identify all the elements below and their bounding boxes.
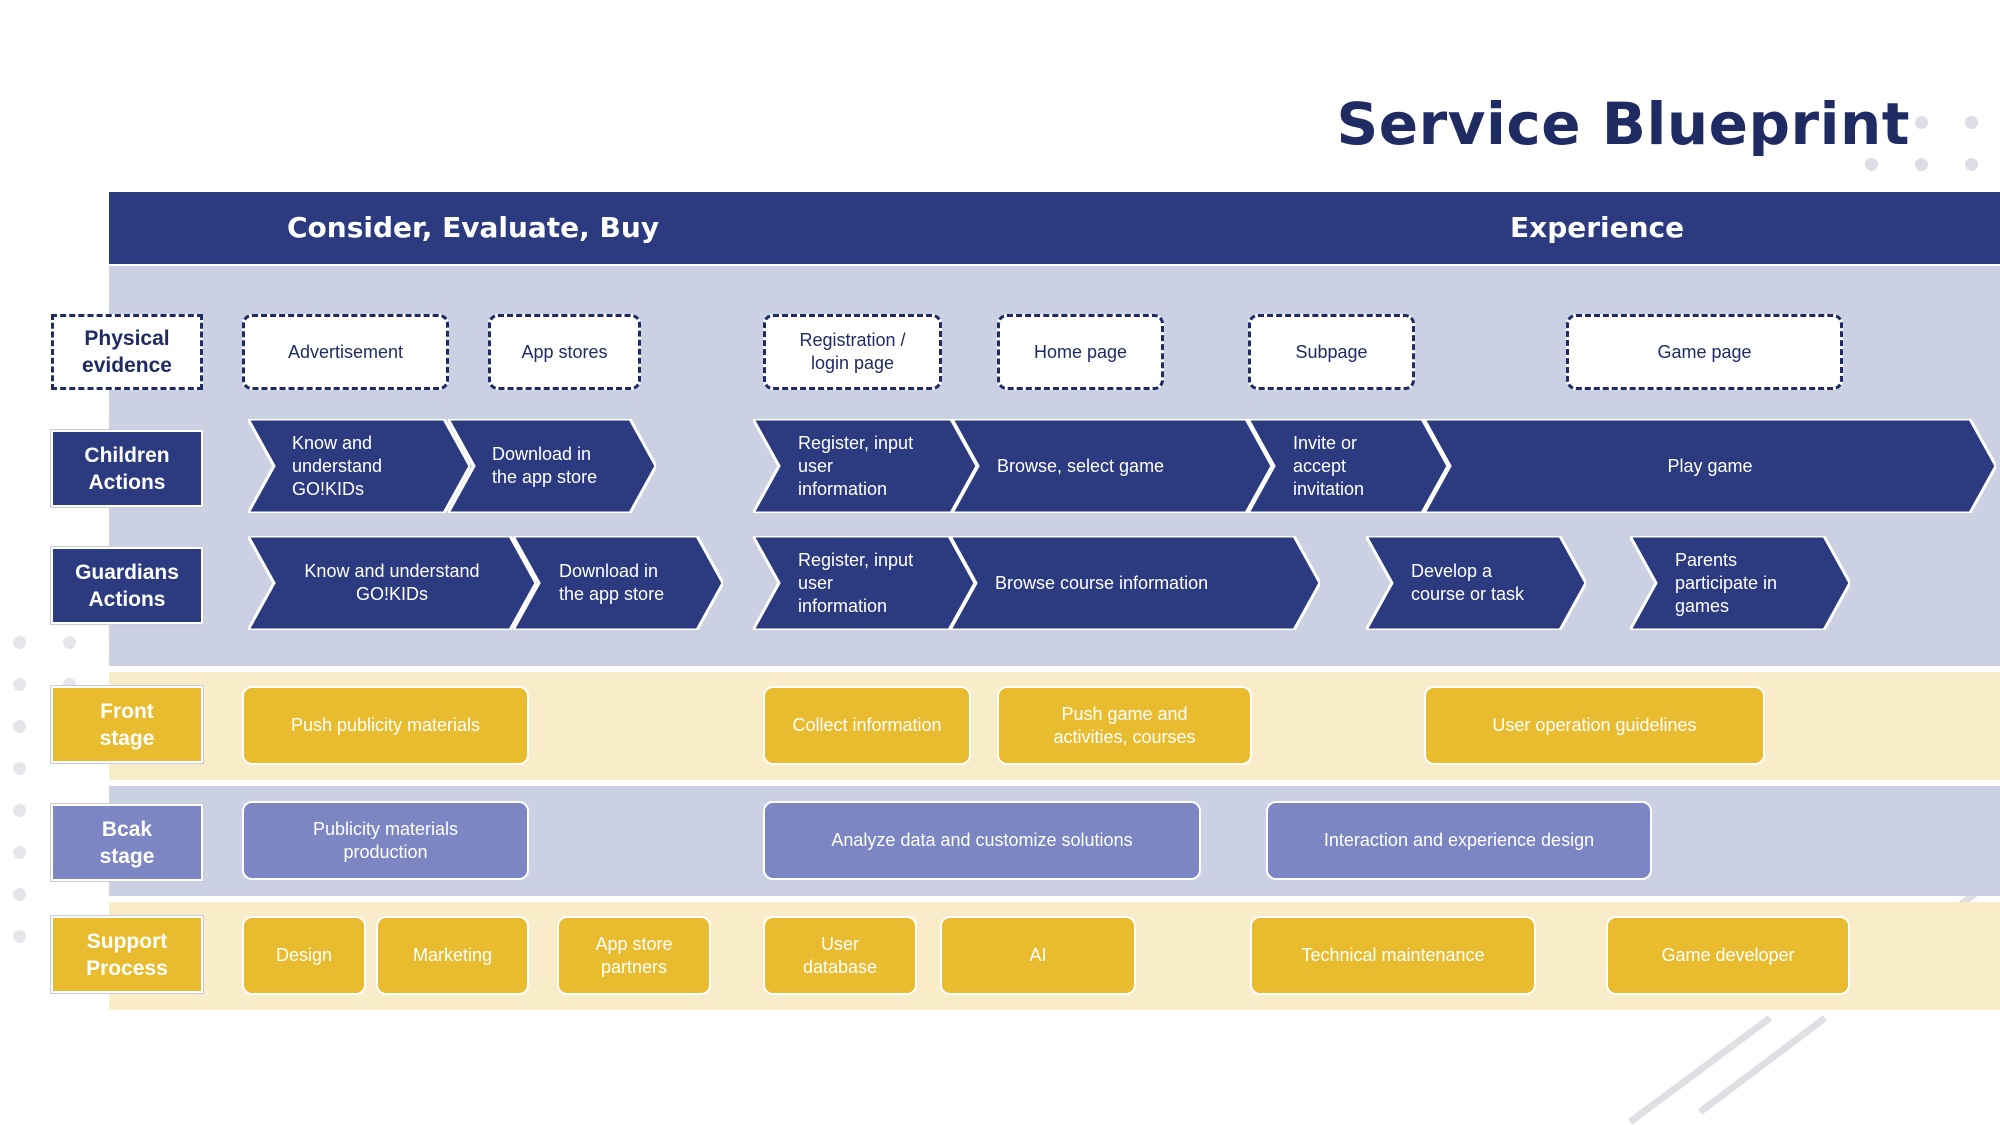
support-ai: AI <box>940 916 1136 995</box>
guardian-action-know-label: Know and understand GO!KIDs <box>304 561 480 604</box>
phase-experience: Experience <box>1510 211 1685 244</box>
row-label-guardians-actions: Guardians Actions <box>51 547 203 624</box>
support-game-developer: Game developer <box>1606 916 1850 995</box>
row-label-children-actions: Children Actions <box>51 430 203 507</box>
children-action-play-label: Play game <box>1667 455 1753 476</box>
row-label-support-process: Support Process <box>51 916 203 993</box>
children-action-browse: Browse, select game <box>952 419 1272 513</box>
support-user-database: User database <box>763 916 917 995</box>
evidence-app-stores: App stores <box>488 314 641 390</box>
phase-consider-evaluate-buy: Consider, Evaluate, Buy <box>287 211 660 244</box>
back-publicity-production: Publicity materials production <box>242 801 529 880</box>
guardian-action-develop-label: Develop a course or task <box>1411 561 1525 604</box>
back-analyze-data: Analyze data and customize solutions <box>763 801 1201 880</box>
children-action-download: Download in the app store <box>448 419 656 513</box>
guardian-action-participate: Parents participate in games <box>1630 536 1850 630</box>
guardian-action-download: Download in the app store <box>513 536 723 630</box>
children-action-register-label: Register, input user information <box>798 432 914 499</box>
back-interaction-design: Interaction and experience design <box>1266 801 1652 880</box>
guardian-action-know: Know and understand GO!KIDs <box>248 536 536 630</box>
evidence-subpage: Subpage <box>1248 314 1415 390</box>
children-action-know: Know and understand GO!KIDs <box>248 419 470 513</box>
front-collect-information: Collect information <box>763 686 971 765</box>
children-action-download-label: Download in the app store <box>492 444 598 487</box>
front-push-publicity: Push publicity materials <box>242 686 529 765</box>
row-label-physical-evidence: Physical evidence <box>51 314 203 390</box>
front-user-operation-guidelines: User operation guidelines <box>1424 686 1765 765</box>
guardian-action-browse: Browse course information <box>950 536 1320 630</box>
evidence-registration-login-page: Registration / login page <box>763 314 942 390</box>
children-action-play: Play game <box>1424 419 1996 513</box>
children-action-browse-label: Browse, select game <box>997 455 1165 476</box>
page-title: Service Blueprint <box>1336 90 1910 158</box>
support-technical-maintenance: Technical maintenance <box>1250 916 1536 995</box>
support-design: Design <box>242 916 366 995</box>
guardian-action-register-label: Register, input user information <box>798 549 914 616</box>
children-action-invite-label: Invite or accept invitation <box>1293 432 1365 499</box>
row-label-front-stage: Front stage <box>51 686 203 763</box>
guardian-action-browse-label: Browse course information <box>995 572 1209 593</box>
front-push-game-activities: Push game and activities, courses <box>997 686 1252 765</box>
support-marketing: Marketing <box>376 916 529 995</box>
guardian-action-participate-label: Parents participate in games <box>1675 549 1778 616</box>
children-action-invite: Invite or accept invitation <box>1248 419 1448 513</box>
evidence-home-page: Home page <box>997 314 1164 390</box>
evidence-advertisement: Advertisement <box>242 314 449 390</box>
support-app-store-partners: App store partners <box>557 916 711 995</box>
phase-header-band: Consider, Evaluate, Buy Experience <box>109 192 2000 264</box>
evidence-game-page: Game page <box>1566 314 1843 390</box>
children-action-know-label: Know and understand GO!KIDs <box>292 432 383 499</box>
row-label-back-stage: Bcak stage <box>51 804 203 881</box>
children-action-register: Register, input user information <box>753 419 977 513</box>
guardian-action-develop: Develop a course or task <box>1366 536 1586 630</box>
guardian-action-download-label: Download in the app store <box>559 561 665 604</box>
guardian-action-register: Register, input user information <box>753 536 975 630</box>
